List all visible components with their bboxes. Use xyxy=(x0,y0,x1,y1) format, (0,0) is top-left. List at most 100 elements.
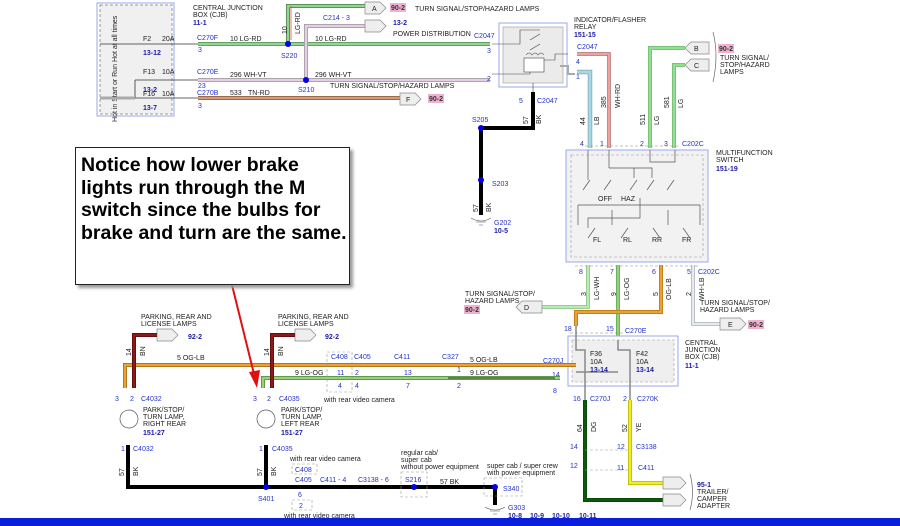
cjb2-title-1: CENTRAL xyxy=(685,340,718,347)
wire-10-lg-rd: 10 LG-RD 10 LG-RD S220 10 LG-RD C214 - 3 xyxy=(198,4,490,60)
wire-circuit-385: 385 xyxy=(601,96,608,108)
mfs-connector-top: C202C xyxy=(682,141,704,148)
wire-color-lg-2: LG xyxy=(678,99,685,108)
cjb-pin-8: 8 xyxy=(553,388,557,395)
connector-bc-ref: 90-2 xyxy=(719,46,733,53)
fuse-f2-name: F2 xyxy=(143,36,151,43)
flasher-pin-2: 2 xyxy=(487,76,491,83)
connector-c408: C408 xyxy=(331,354,348,361)
rr-pin-2: 2 xyxy=(130,396,134,403)
wire-circuit-64: 64 xyxy=(577,424,584,432)
wire-color-dg: DG xyxy=(591,422,598,433)
lr-pin-2: 2 xyxy=(267,396,271,403)
lr-gnd-circuit: 57 xyxy=(257,468,264,476)
camera-note-bottom: with rear video camera xyxy=(283,513,355,520)
wire-57-bk-ground-top: S205 S203 57 BK 57 BK G202 10-5 xyxy=(470,92,543,235)
mfs-pin-2: 2 xyxy=(640,141,644,148)
ground-g202-ref: 10-5 xyxy=(494,228,508,235)
wire-circuit-10: 10 xyxy=(282,26,289,34)
wire-label-533: 533 xyxy=(230,90,242,97)
rr-ground-connector: C4032 xyxy=(133,446,154,453)
wire-color-lb: LB xyxy=(594,116,601,125)
cjb2-title-3: BOX (CJB) xyxy=(685,354,720,361)
wire-circuit-57-b: 57 xyxy=(473,204,480,212)
connector-a-letter: A xyxy=(372,6,377,13)
connector-a-ref: 90-2 xyxy=(391,5,405,12)
cjb-side-label-hot: Hot at all times xyxy=(112,15,119,62)
cjb-connectors: C270F 3 C270E 23 C270B 3 xyxy=(197,35,219,110)
wire-color-bk-a: BK xyxy=(536,114,543,124)
c408-pin-11: 11 xyxy=(337,370,344,377)
power-distribution-label: POWER DISTRIBUTION xyxy=(393,31,471,38)
wires-lg-b-c: 511 LG 581 LG B C 90-2 TURN SIGNAL/ STOP… xyxy=(640,31,770,148)
c408-pin-4: 4 xyxy=(338,383,342,390)
wire-circuit-511: 511 xyxy=(640,114,647,125)
camera-note-top: with rear video camera xyxy=(289,456,361,463)
wire-circuit-5: 5 xyxy=(653,292,660,296)
fuse-f13-rating: 10A xyxy=(162,69,175,76)
connector-d-letter: D xyxy=(524,305,529,312)
cjb-title-2: BOX (CJB) xyxy=(193,12,228,19)
fuse-f42-ref: 13-14 xyxy=(636,367,654,374)
splice-s216: S216 xyxy=(405,477,421,484)
mfs-connector-bottom: C202C xyxy=(698,269,720,276)
ground-g303: G303 xyxy=(508,505,525,512)
flasher-connector-right: C2047 xyxy=(577,44,598,51)
lr-wire-bn: BN xyxy=(278,346,285,356)
fuse-f16-rating: 10A xyxy=(162,91,175,98)
c411-pin-7: 7 xyxy=(406,383,410,390)
connector-bc-label-1: TURN SIGNAL/ xyxy=(720,55,769,62)
wire-label-5-og-lb-b: 5 OG-LB xyxy=(470,357,498,364)
flasher-title-2: RELAY xyxy=(574,24,597,31)
wire-color-lg-wh: LG-WH xyxy=(594,277,601,300)
connector-c-letter: C xyxy=(694,63,699,70)
fuse-f36-name: F36 xyxy=(590,351,602,358)
connector-e-label-2: HAZARD LAMPS xyxy=(700,307,755,314)
cjb-connector-c270e: C270E xyxy=(625,328,647,335)
wire-circuit-57-a: 57 xyxy=(523,116,530,124)
central-junction-box-top: Hot at all times Hot in Start or Run CEN… xyxy=(96,2,263,122)
rr-gnd-wire: BK xyxy=(133,466,140,476)
wire-circuit-44: 44 xyxy=(580,117,587,125)
cjb-out-pin-2: 2 xyxy=(623,396,627,403)
c405-pin-2: 2 xyxy=(355,370,359,377)
fuse-f13-name: F13 xyxy=(143,69,155,76)
rr-feed-ref: 92-2 xyxy=(188,334,202,341)
mfs-position-off: OFF xyxy=(598,196,612,203)
flasher-pin-1: 1 xyxy=(576,74,580,81)
s216-note-2: super cab xyxy=(401,457,432,464)
rear-harness-wires: 5 OG-LB 9 LG-OG 5 OG-LB 9 LG-OG C408 C40… xyxy=(123,351,576,404)
connector-c270e: C270E xyxy=(197,69,219,76)
wire-label-296-a: 296 WH-VT xyxy=(230,72,267,79)
rr-pin-1: 1 xyxy=(121,446,125,453)
splice-s220: S220 xyxy=(281,53,297,60)
wire-color-lg-og: LG-OG xyxy=(624,277,631,300)
wire-color-lg-1: LG xyxy=(654,116,661,125)
note-line-1: Notice how lower brake xyxy=(81,154,299,176)
lr-pin-1: 1 xyxy=(259,446,263,453)
wire-circuit-2: 2 xyxy=(686,292,693,296)
rr-feed-label-2: LICENSE LAMPS xyxy=(141,321,197,328)
wire-color-ye: YE xyxy=(636,422,643,432)
s340-note-1: super cab / super crew xyxy=(487,463,559,470)
c411-pin-12: 12 xyxy=(570,463,578,470)
mfs-pin-6: 6 xyxy=(652,269,656,276)
mfs-pin-7: 7 xyxy=(610,269,614,276)
connector-c214: C214 - 3 xyxy=(323,15,350,22)
fuse-f36-ref: 13-14 xyxy=(590,367,608,374)
flasher-title-1: INDICATOR/FLASHER xyxy=(574,17,646,24)
bottom-bar xyxy=(0,518,900,526)
pin-c270b: 3 xyxy=(198,103,202,110)
mfs-title-2: SWITCH xyxy=(716,157,744,164)
lr-connector: C4035 xyxy=(279,396,300,403)
c405-pin-6: 6 xyxy=(298,492,302,499)
rr-gnd-circuit: 57 xyxy=(119,468,126,476)
connector-c327: C327 xyxy=(442,354,459,361)
s216-note-3: without power equipment xyxy=(400,464,479,471)
lr-lamp-ref: 151-27 xyxy=(281,430,303,437)
wire-296-wh-vt: 296 WH-VT 296 WH-VT S210 13-2 POWER DIST… xyxy=(198,19,490,94)
connector-f-label: TURN SIGNAL/STOP/HAZARD LAMPS xyxy=(330,83,455,90)
flasher-connector-bottom: C2047 xyxy=(537,98,558,105)
mfs-pin-1: 1 xyxy=(600,141,604,148)
mfs-pin-3: 3 xyxy=(664,141,668,148)
